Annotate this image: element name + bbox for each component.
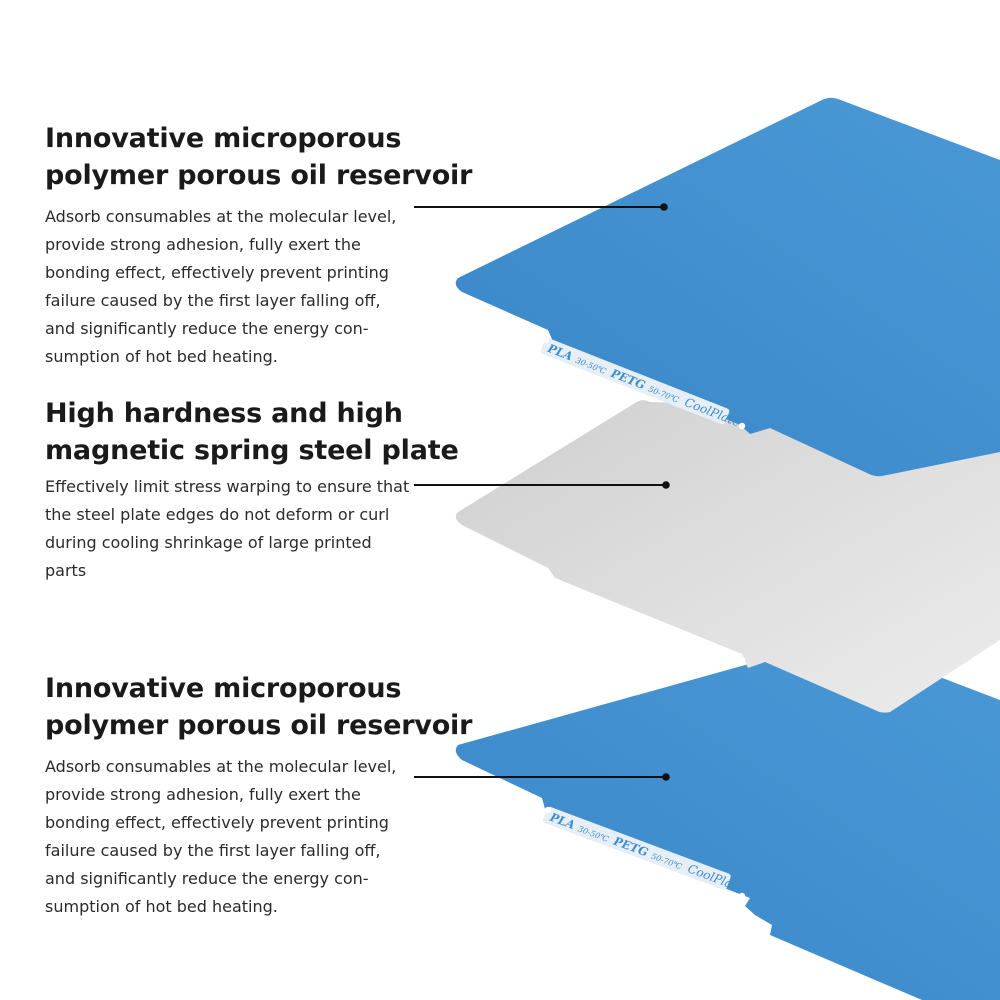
feature-section-bottom: Innovative microporous polymer porous oi… [45,670,472,921]
feature-title-line2: polymer porous oil reservoir [45,710,473,741]
steel-plate [455,400,1000,713]
plate-hole [738,892,746,900]
feature-title-line2: polymer porous oil reservoir [45,160,473,191]
feature-title: Innovative microporous polymer porous oi… [45,120,472,194]
feature-title-line1: Innovative microporous [45,673,402,704]
leader-line-1 [414,203,668,211]
leader-line-2 [414,481,670,489]
plate-hole [738,422,746,430]
feature-section-middle: High hardness and high magnetic spring s… [45,395,465,585]
feature-title: Innovative microporous polymer porous oi… [45,670,472,744]
feature-title-line2: magnetic spring steel plate [45,435,459,466]
plate-hole [544,806,552,814]
feature-description: Adsorb consumables at the molecular leve… [45,757,397,916]
feature-title-line1: High hardness and high [45,398,403,429]
feature-title-line1: Innovative microporous [45,123,402,154]
plate-hole [542,336,550,344]
top-blue-plate: PLA 30-50℃ PETG 50-70℃ CoolPlate [455,97,1000,477]
leader-line-3 [414,773,670,781]
feature-description: Adsorb consumables at the molecular leve… [45,207,397,366]
feature-description: Effectively limit stress warping to ensu… [45,477,410,580]
plate-hole [738,656,746,664]
feature-title: High hardness and high magnetic spring s… [45,395,465,469]
feature-section-top: Innovative microporous polymer porous oi… [45,120,472,371]
plate-hole [542,572,550,580]
